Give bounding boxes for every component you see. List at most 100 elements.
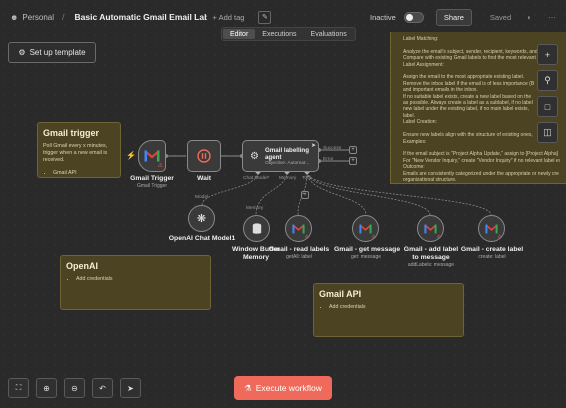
tab-editor[interactable]: Editor <box>223 29 256 39</box>
instruction-line: Emails are consistently categorized unde… <box>403 170 559 177</box>
agent-sub: Objective: Automat... <box>264 160 310 166</box>
status-label: Inactive <box>370 12 396 22</box>
top-bar: ☻ Personal / Basic Automatic Gmail Email… <box>0 0 566 34</box>
instruction-line: Analyze the email's subject, sender, rec… <box>403 48 538 55</box>
gmail-get-message-node[interactable]: ⚠ <box>352 215 379 242</box>
topbar-actions: Inactive Share Saved ◐ ⋯ <box>370 0 556 34</box>
tab-evaluations[interactable]: Evaluations <box>310 31 347 38</box>
gmail-icon <box>292 223 305 233</box>
view-tabs: Editor Executions Evaluations <box>221 27 356 41</box>
openai-chat-model-label: OpenAI Chat Model1 <box>168 235 236 242</box>
edit-description-icon[interactable]: ✎ <box>258 10 272 24</box>
agent-label: Gmail labelling agent <box>264 146 309 161</box>
search-icon[interactable]: ⚲ <box>537 70 558 91</box>
instructions-sticky-note[interactable]: Label Matching: Analyze the email's subj… <box>390 32 566 184</box>
edge-chatmodel <box>201 171 259 206</box>
project-breadcrumb[interactable]: ☻ Personal <box>10 13 54 22</box>
instruction-line: new label under the existing label, if n… <box>403 106 529 113</box>
workflow-title[interactable]: Basic Automatic Gmail Email Labelling <box>74 12 207 22</box>
openai-icon: ❋ <box>196 213 207 225</box>
add-tag-button[interactable]: + Add tag <box>212 12 245 22</box>
memory-label: Window Buffer Memory <box>232 246 280 261</box>
trigger-bolt-icon: ⚡ <box>126 151 136 160</box>
memory-sub-label: Memory <box>246 206 264 211</box>
history-icon[interactable]: ◐ <box>527 12 532 22</box>
pointer-tool-icon[interactable]: ➤ <box>120 378 141 398</box>
toggle-knob <box>405 13 413 21</box>
add-success-node-button[interactable]: + <box>349 146 357 154</box>
add-label-sub: addLabels: message <box>407 262 455 268</box>
create-label-sub: create: label <box>478 254 506 260</box>
more-options-icon[interactable]: ⋯ <box>548 12 556 22</box>
openai-note-item: Add credentials <box>76 276 205 282</box>
setup-template-button[interactable]: ⚙ Set up template <box>8 42 96 63</box>
gmail-api-note-title: Gmail API <box>319 289 362 299</box>
instruction-line: organizational structure. <box>403 176 457 183</box>
wait-label: Wait <box>196 175 212 182</box>
canvas-controls: ⛶ ⊕ ⊖ ↶ ➤ <box>8 378 141 398</box>
undo-icon[interactable]: ↶ <box>92 378 113 398</box>
pause-icon <box>197 149 211 163</box>
gmail-trigger-label: Gmail Trigger <box>130 175 174 182</box>
gmail-api-note[interactable]: Gmail API Add credentials <box>313 283 464 337</box>
gmail-trigger-note-item: Gmail API <box>53 170 115 176</box>
read-labels-label: Gmail - read labels <box>268 246 330 253</box>
edge-tool-create <box>306 171 492 216</box>
add-node-icon[interactable]: + <box>537 44 558 65</box>
instruction-line: Examples: <box>403 138 427 145</box>
share-button[interactable]: Share <box>435 8 472 26</box>
right-toolbar: + ⚲ □ ◫ <box>537 44 558 143</box>
instruction-line: For "New Vendor Inquiry," create "Vendor… <box>403 157 560 164</box>
instruction-line: Remove the inbox label if the email is o… <box>403 80 535 87</box>
database-icon <box>252 222 261 234</box>
window-buffer-memory-node[interactable] <box>243 215 270 242</box>
gmail-create-label-node[interactable]: ⚠ <box>478 215 505 242</box>
gmail-trigger-note[interactable]: Gmail trigger Poll Gmail every x minutes… <box>37 122 121 178</box>
zoom-in-icon[interactable]: ⊕ <box>36 378 57 398</box>
read-labels-sub: getAll: label <box>286 254 312 260</box>
add-error-node-button[interactable]: + <box>349 157 357 165</box>
gmail-labelling-agent-node[interactable]: ⚙ Gmail labelling agent Objective: Autom… <box>242 140 319 172</box>
add-tool-button[interactable]: + <box>301 191 309 199</box>
fit-view-icon[interactable]: ⛶ <box>8 378 29 398</box>
openai-model-label: Model <box>195 195 209 200</box>
chat-model-connector-label: Chat Model* <box>243 176 270 181</box>
instruction-line: and important emails in the inbox. <box>403 87 478 94</box>
active-toggle[interactable] <box>403 11 424 23</box>
gmail-icon <box>424 223 437 233</box>
breadcrumb-separator: / <box>62 12 65 22</box>
edge-memory <box>255 171 288 216</box>
openai-note[interactable]: OpenAI Add credentials <box>60 255 211 310</box>
tab-executions[interactable]: Executions <box>262 31 297 38</box>
setup-template-label: Set up template <box>29 48 86 57</box>
error-output-label: Error <box>323 157 334 162</box>
instruction-line: Assign the email to the most appropriate… <box>403 74 525 81</box>
warning-icon: ⚠ <box>371 234 376 240</box>
wait-node[interactable] <box>187 140 221 172</box>
edge-tool-get <box>306 171 367 216</box>
instruction-line: Label Matching: <box>403 36 439 42</box>
gmail-trigger-sub: Gmail Trigger <box>136 183 167 189</box>
get-message-sub: get: message <box>350 254 382 260</box>
gmail-add-label-node[interactable]: ⚠ <box>417 215 444 242</box>
gmail-read-labels-node[interactable]: ⚠ <box>285 215 312 242</box>
gmail-trigger-note-body: Poll Gmail every x minutes, trigger when… <box>43 143 108 163</box>
gmail-icon <box>485 223 498 233</box>
add-label-label: Gmail - add label to message <box>403 246 459 261</box>
execute-workflow-label: Execute workflow <box>255 383 322 393</box>
template-icon: ⚙ <box>18 48 26 57</box>
zoom-out-icon[interactable]: ⊖ <box>64 378 85 398</box>
gmail-api-note-item: Add credentials <box>329 304 458 310</box>
sticky-note-icon[interactable]: □ <box>537 96 558 117</box>
openai-note-title: OpenAI <box>66 261 99 271</box>
robot-icon: ⚙ <box>250 150 259 162</box>
gmail-icon <box>144 150 160 162</box>
pointer-icon: ➤ <box>310 143 316 149</box>
instruction-line: If the email subject is "Project Alpha U… <box>403 151 559 158</box>
panel-toggle-icon[interactable]: ◫ <box>537 122 558 143</box>
warning-icon: ⚠ <box>157 163 163 169</box>
gmail-trigger-node[interactable]: ⚠ <box>138 140 166 172</box>
execute-workflow-button[interactable]: ⚗ Execute workflow <box>234 376 332 400</box>
gmail-icon <box>359 223 372 233</box>
openai-chat-model-node[interactable]: ❋ <box>188 205 215 232</box>
